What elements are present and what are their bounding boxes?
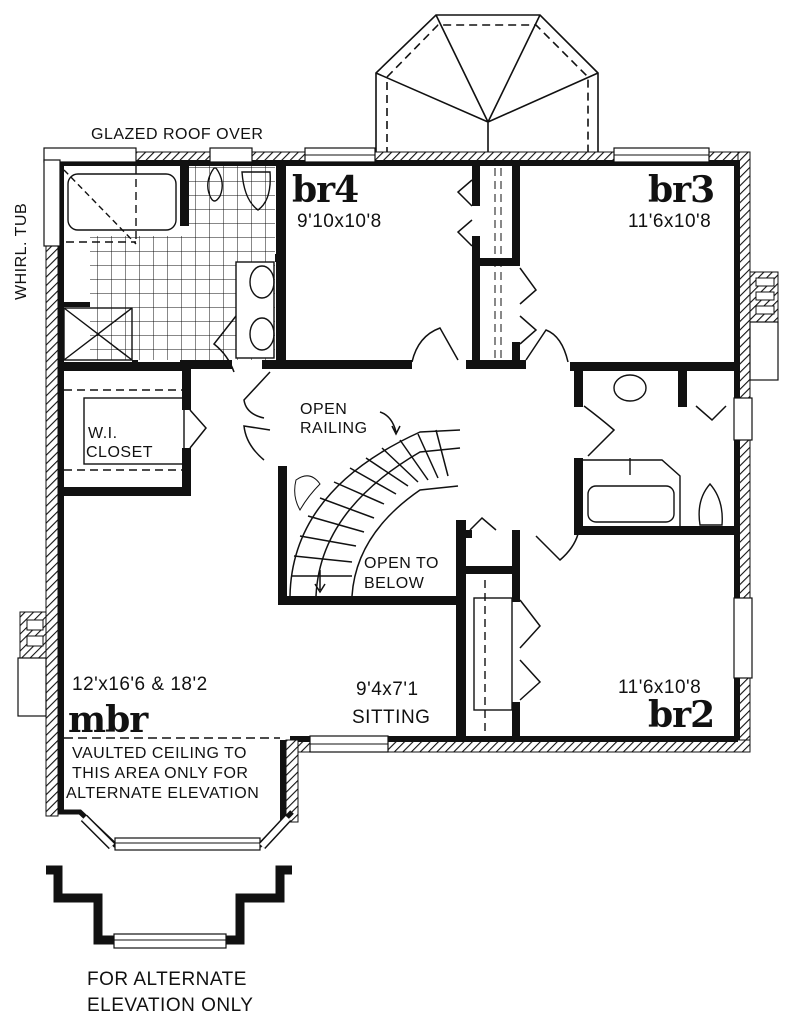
closet-label-line2: CLOSET bbox=[86, 444, 154, 461]
room-name-br4: br4 bbox=[292, 169, 359, 211]
closet-label-line1: W.I. bbox=[88, 425, 118, 442]
room-name-sitting: SITTING bbox=[352, 707, 431, 728]
alternate-elevation-note-line1: FOR ALTERNATE bbox=[87, 969, 247, 990]
alternate-elevation-bay bbox=[46, 865, 292, 949]
room-dimensions-br3: 11'6x10'8 bbox=[628, 211, 712, 232]
room-dimensions-br4: 9'10x10'8 bbox=[297, 211, 382, 232]
interior-walls bbox=[62, 164, 734, 740]
room-name-mbr: mbr bbox=[68, 699, 148, 741]
vaulted-ceiling-note-line1: VAULTED CEILING TO bbox=[72, 745, 247, 762]
bay-window-top bbox=[375, 14, 599, 155]
room-dimensions-mbr: 12'x16'6 & 18'2 bbox=[72, 674, 208, 695]
glazed-roof-note: GLAZED ROOF OVER bbox=[91, 126, 264, 143]
open-railing-note-line1: OPEN bbox=[300, 401, 348, 418]
open-below-note-line2: BELOW bbox=[364, 575, 425, 592]
room-dimensions-sitting: 9'4x7'1 bbox=[356, 679, 419, 700]
curved-staircase bbox=[289, 411, 461, 597]
room-dimensions-br2: 11'6x10'8 bbox=[618, 677, 702, 698]
room-name-br3: br3 bbox=[648, 169, 715, 211]
open-railing-note-line2: RAILING bbox=[300, 420, 368, 437]
exterior-walls bbox=[17, 147, 779, 851]
alternate-elevation-note-line2: ELEVATION ONLY bbox=[87, 995, 254, 1016]
open-below-note-line1: OPEN TO bbox=[364, 555, 439, 572]
fixtures bbox=[63, 166, 723, 736]
room-name-br2: br2 bbox=[648, 694, 715, 736]
vaulted-ceiling-note-line3: ALTERNATE ELEVATION bbox=[66, 785, 260, 802]
doors bbox=[189, 179, 727, 701]
vaulted-ceiling-note-line2: THIS AREA ONLY FOR bbox=[72, 765, 249, 782]
whirl-tub-note: WHIRL. TUB bbox=[13, 202, 30, 300]
